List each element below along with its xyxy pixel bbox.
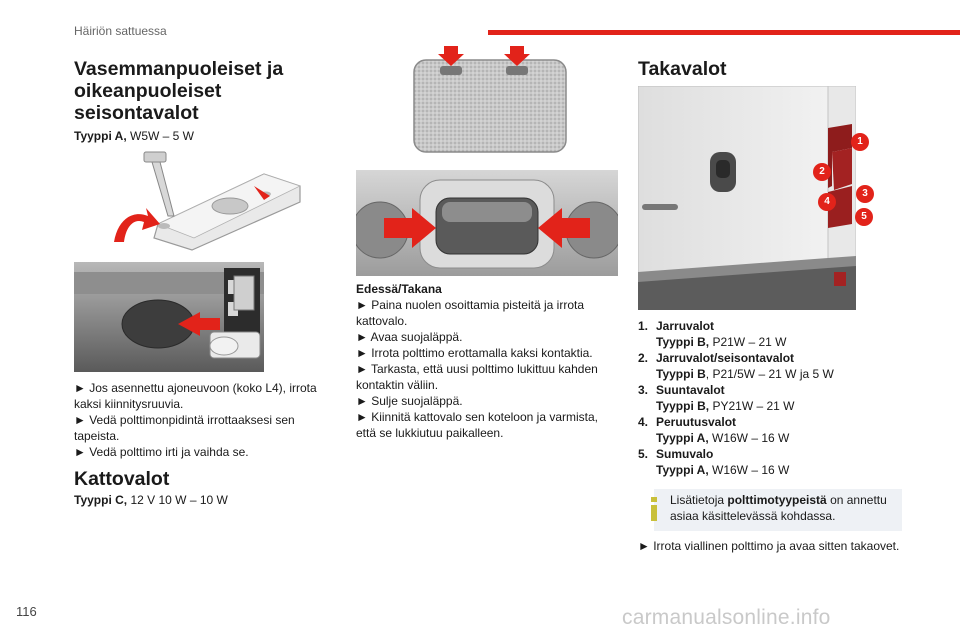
lamp-name: Suuntavalot: [656, 383, 725, 397]
rear-lamp-list: 1. Jarruvalot Tyyppi B, P21W – 21 W 2. J…: [638, 318, 900, 478]
bulb-type-value: W5W – 5 W: [126, 129, 195, 143]
lamp-type: Tyyppi B, PY21W – 21 W: [656, 399, 795, 413]
info-text: Lisätietoja polttimotyypeistä on annettu…: [670, 493, 887, 523]
parking-light-steps: ► Jos asennettu ajoneuvoon (koko L4), ir…: [74, 380, 336, 460]
lamp-item: 1. Jarruvalot Tyyppi B, P21W – 21 W: [638, 318, 900, 350]
info-icon: [651, 497, 657, 521]
section-title-rear-lights: Takavalot: [638, 58, 727, 80]
lamp-item: 4. Peruutusvalot Tyyppi A, W16W – 16 W: [638, 414, 900, 446]
lamp-item: 3. Suuntavalot Tyyppi B, PY21W – 21 W: [638, 382, 900, 414]
bulb-type-value: 12 V 10 W – 10 W: [127, 493, 228, 507]
parking-light-bulb-holder-illustration: [74, 262, 264, 372]
lamp-name: Peruutusvalot: [656, 415, 737, 429]
lamp-item: 5. Sumuvalo Tyyppi A, W16W – 16 W: [638, 446, 900, 478]
ceiling-light-cover-illustration: [356, 170, 618, 276]
page-number: 116: [16, 604, 37, 619]
callout-4: 4: [818, 193, 836, 211]
front-rear-heading: Edessä/Takana: [356, 282, 442, 296]
parking-step-2: ► Vedä polttimonpidintä irrottaaksesi se…: [74, 413, 295, 443]
bulb-type-label: Tyyppi C,: [74, 493, 128, 507]
lamp-name: Sumuvalo: [656, 447, 714, 461]
callout-3: 3: [856, 185, 874, 203]
ceiling-step-3: ► Irrota polttimo erottamalla kaksi kont…: [356, 346, 593, 360]
parking-step-3: ► Vedä polttimo irti ja vaihda se.: [74, 445, 249, 459]
ceiling-step-4: ► Tarkasta, että uusi polttimo lukittuu …: [356, 362, 598, 392]
rear-lights-van-illustration: [638, 86, 856, 310]
lamp-number: 1.: [638, 319, 649, 333]
section-title-ceiling-lights: Kattovalot: [74, 468, 170, 490]
callout-5: 5: [855, 208, 873, 226]
lamp-type: Tyyppi A, W16W – 16 W: [656, 463, 790, 477]
header-accent-bar: [488, 30, 960, 35]
ceiling-step-5: ► Sulje suojaläppä.: [356, 394, 463, 408]
lamp-item: 2. Jarruvalot/seisontavalot Tyyppi B, P2…: [638, 350, 900, 382]
section-title-parking-lights: Vasemmanpuoleiset ja oikeanpuoleiset sei…: [74, 58, 284, 124]
lamp-name: Jarruvalot/seisontavalot: [656, 351, 795, 365]
ceiling-light-release-illustration: [413, 46, 567, 153]
parking-light-screw-illustration: [114, 151, 302, 251]
lamp-number: 5.: [638, 447, 649, 461]
callout-2: 2: [813, 163, 831, 181]
watermark: carmanualsonline.info: [622, 606, 831, 629]
lamp-number: 2.: [638, 351, 649, 365]
rear-light-step: ► Irrota viallinen polttimo ja avaa sitt…: [638, 539, 900, 553]
ceiling-step-6: ► Kiinnitä kattovalo sen koteloon ja var…: [356, 410, 598, 440]
info-box: [654, 489, 902, 531]
lamp-number: 3.: [638, 383, 649, 397]
lamp-type: Tyyppi A, W16W – 16 W: [656, 431, 790, 445]
callout-1: 1: [851, 133, 869, 151]
lamp-type: Tyyppi B, P21/5W – 21 W ja 5 W: [656, 367, 834, 381]
lamp-type: Tyyppi B, P21W – 21 W: [656, 335, 787, 349]
info-link-term: polttimotyypeistä: [727, 493, 827, 507]
ceiling-step-1: ► Paina nuolen osoittamia pisteitä ja ir…: [356, 298, 584, 328]
lamp-number: 4.: [638, 415, 649, 429]
bulb-type-parking: Tyyppi A, W5W – 5 W: [74, 128, 194, 144]
bulb-type-label: Tyyppi A,: [74, 129, 127, 143]
bulb-type-ceiling: Tyyppi C, 12 V 10 W – 10 W: [74, 492, 228, 508]
lamp-name: Jarruvalot: [656, 319, 715, 333]
section-header: Häiriön sattuessa: [74, 24, 167, 38]
ceiling-step-2: ► Avaa suojaläppä.: [356, 330, 463, 344]
ceiling-light-steps: Edessä/Takana ► Paina nuolen osoittamia …: [356, 281, 618, 441]
parking-step-1: ► Jos asennettu ajoneuvoon (koko L4), ir…: [74, 381, 317, 411]
